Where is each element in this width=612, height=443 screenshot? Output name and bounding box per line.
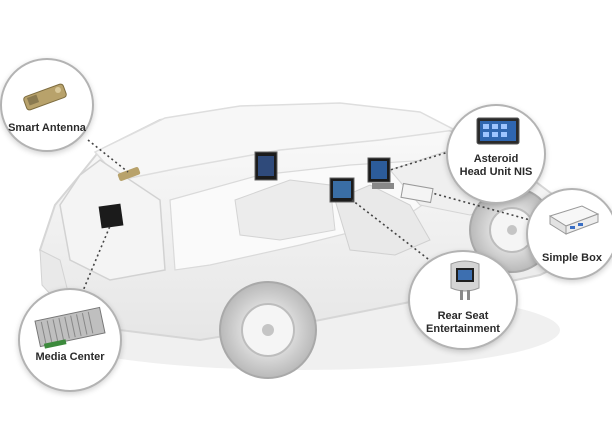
media-center-icon <box>34 306 106 349</box>
callout-media-center: Media Center <box>18 288 122 392</box>
front-seat <box>334 184 431 256</box>
rear-seat-screen-left <box>254 151 278 181</box>
leader-media-center <box>79 225 111 299</box>
media-center-unit-in-car <box>98 203 124 229</box>
callout-label: Media Center <box>35 351 105 363</box>
callout-label: Simple Box <box>542 252 602 264</box>
callout-head-unit: Asteroid Head Unit NIS <box>446 104 546 204</box>
rear-wheel <box>219 281 317 379</box>
callout-simple-box: Simple Box <box>526 188 612 280</box>
callout-label: Rear Seat Entertainment <box>426 310 500 335</box>
callout-rear-seat-entertainment: Rear Seat Entertainment <box>408 250 518 350</box>
callout-smart-antenna: Smart Antenna <box>0 58 94 152</box>
leader-head-unit <box>389 149 456 171</box>
callout-label: Asteroid Head Unit NIS <box>459 153 533 178</box>
simple-box-in-car <box>400 182 434 204</box>
rear-seat-screen-right <box>329 177 355 203</box>
smart-antenna-unit-in-car <box>117 167 141 181</box>
smart-antenna-icon <box>23 83 67 111</box>
leader-smart-antenna <box>87 139 129 173</box>
leader-rear-seat <box>351 199 433 263</box>
headrest-screen-icon <box>450 260 480 300</box>
head-unit-icon <box>476 117 520 145</box>
head-unit-in-car <box>367 157 394 189</box>
callout-label: Smart Antenna <box>8 122 86 134</box>
rear-seat <box>234 179 336 241</box>
simple-box-icon <box>548 205 600 235</box>
